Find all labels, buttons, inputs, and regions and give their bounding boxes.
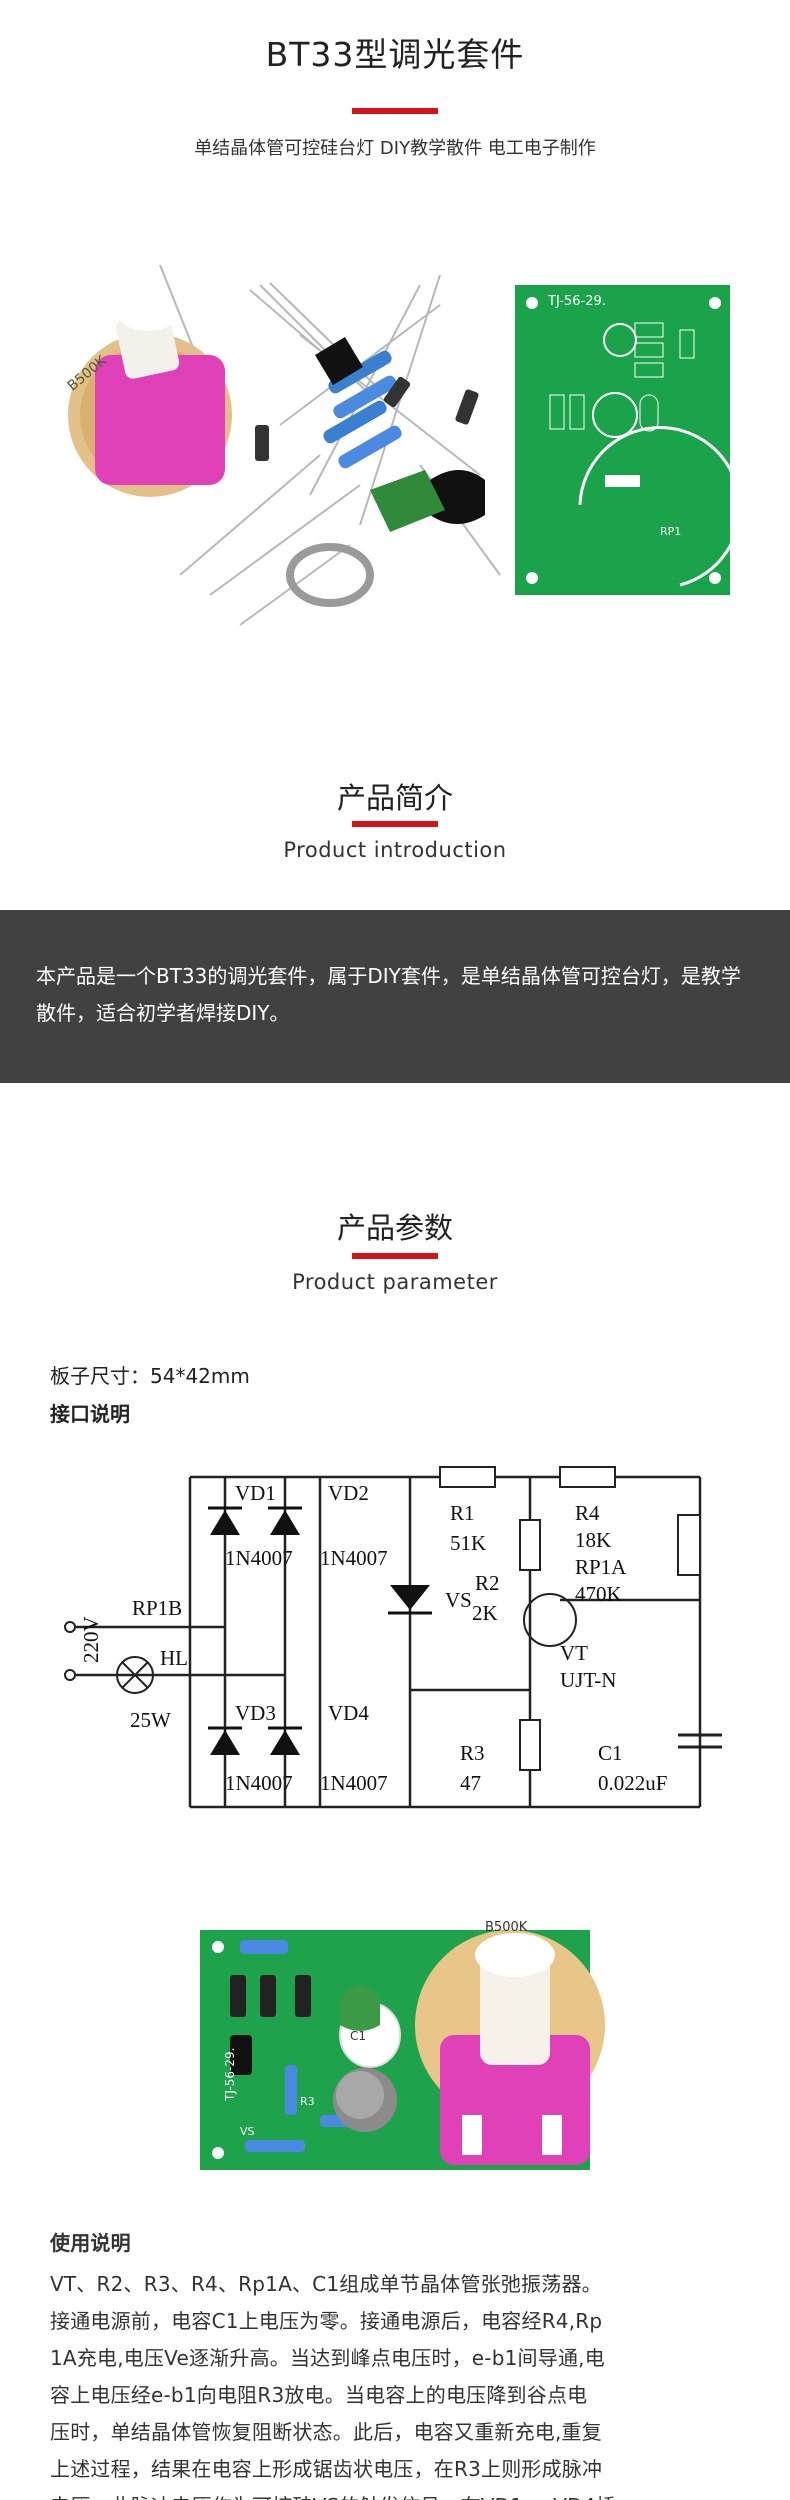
label-d3: 1N4007 (225, 1771, 293, 1795)
assembled-board-photo: TJ-56-29. VS R3 C1 B500K (200, 1920, 605, 2170)
assembled-r2 (245, 2140, 305, 2152)
assembled-board-label: TJ-56-29. (223, 2048, 237, 2102)
params-section-subtitle: Product parameter (292, 1270, 498, 1294)
vt-symbol (523, 1593, 577, 1647)
assembled-pot-label: B500K (485, 1920, 528, 1935)
pcb-label: TJ-56-29. (547, 294, 606, 309)
label-d2: 1N4007 (320, 1546, 388, 1570)
label-rp1a-value: 470K (575, 1582, 622, 1606)
label-d1: 1N4007 (225, 1546, 293, 1570)
label-r2-value: 2K (472, 1601, 498, 1625)
usage-heading: 使用说明 (50, 2231, 131, 2255)
label-vd2: VD2 (328, 1481, 369, 1505)
board-size-text: 板子尺寸：54*42mm (50, 1364, 250, 1388)
label-rp1a: RP1A (575, 1555, 627, 1579)
assembled-r3 (285, 2065, 297, 2115)
kit-parts-photo: B500K TJ-56-29. RP1 (65, 264, 740, 626)
label-hl: HL (160, 1646, 188, 1670)
pcb-board: TJ-56-29. RP1 (515, 285, 740, 595)
diodes (255, 376, 479, 461)
usage-line: VT、R2、R3、R4、Rp1A、C1组成单节晶体管张弛振荡器。 (50, 2272, 602, 2296)
terminal-1 (64, 1621, 76, 1633)
label-r2: R2 (475, 1571, 500, 1595)
terminal-2 (64, 1669, 76, 1681)
label-vt: VT (560, 1641, 588, 1665)
label-r4: R4 (575, 1501, 600, 1525)
label-r1: R1 (450, 1501, 475, 1525)
resistors (439, 1466, 701, 1771)
label-25w: 25W (130, 1708, 171, 1732)
assembled-c1-label: C1 (350, 2029, 366, 2043)
bridge-diodes (210, 1510, 430, 1755)
intro-section-subtitle: Product introduction (283, 838, 507, 862)
usage-line: 容上电压经e-b1向电阻R3放电。当电容上的电压降到谷点电 (50, 2383, 588, 2407)
label-r3-value: 47 (460, 1771, 481, 1795)
pot-nut (286, 543, 374, 607)
potentiometer: B500K (65, 303, 232, 497)
intro-title-underline (352, 821, 438, 827)
usage-line: 上述过程，结果在电容上形成锯齿状电压，在R3上则形成脉冲 (50, 2457, 603, 2481)
label-c1: C1 (598, 1741, 623, 1765)
usage-line: 接通电源前，电容C1上电压为零。接通电源后，电容经R4,Rp (50, 2309, 603, 2333)
assembled-c1 (340, 1985, 380, 2031)
label-vd3: VD3 (235, 1701, 276, 1725)
label-c1-value: 0.022uF (598, 1771, 667, 1795)
page-subtitle: 单结晶体管可控硅台灯 DIY教学散件 电工电子制作 (194, 138, 596, 159)
label-vd1: VD1 (235, 1481, 276, 1505)
intro-text: 本产品是一个BT33的调光套件，属于DIY套件，是单结晶体管可控台灯，是教学散件… (36, 964, 741, 1025)
label-ujt: UJT-N (560, 1668, 616, 1692)
label-r4-value: 18K (575, 1528, 611, 1552)
usage-line: 压时，单结晶体管恢复阻断状态。此后，电容又重新充电,重复 (50, 2420, 602, 2444)
intro-banner: 本产品是一个BT33的调光套件，属于DIY套件，是单结晶体管可控台灯，是教学散件… (0, 910, 790, 1083)
circuit-schematic: VD1 VD2 VD3 VD4 1N4007 1N4007 1N4007 1N4… (64, 1466, 722, 1809)
resistors (323, 350, 402, 469)
lamp-symbol (116, 1656, 154, 1694)
title-underline (352, 108, 438, 114)
interface-heading: 接口说明 (50, 1402, 130, 1426)
label-r3: R3 (460, 1741, 485, 1765)
label-r1-value: 51K (450, 1531, 486, 1555)
usage-section: 使用说明 VT、R2、R3、R4、Rp1A、C1组成单节晶体管张弛振荡器。 接通… (50, 2225, 750, 2500)
assembled-r3-label: R3 (300, 2095, 315, 2108)
params-title-underline (352, 1253, 438, 1259)
label-rp1b: RP1B (132, 1596, 182, 1620)
diode-bars (208, 1506, 432, 1730)
page-title: BT33型调光套件 (265, 35, 525, 74)
transistor-vt (315, 337, 363, 385)
assembled-potentiometer: B500K (415, 1920, 605, 2165)
label-d4: 1N4007 (320, 1771, 388, 1795)
assembled-diodes (230, 1940, 311, 2075)
label-vd4: VD4 (328, 1701, 369, 1725)
usage-line: 电压。此脉冲电压作为可控硅VS的触发信号。在VD1 ~ VD4桥 (50, 2488, 750, 2500)
svg-text:RP1: RP1 (660, 525, 681, 538)
intro-section-title: 产品简介 (336, 781, 453, 815)
assembled-vs-label: VS (240, 2125, 255, 2138)
schematic-labels: VD1 VD2 VD3 VD4 1N4007 1N4007 1N4007 1N4… (79, 1481, 667, 1795)
usage-line: 1A充电,电压Ve逐渐升高。当达到峰点电压时，e-b1间导通,电 (50, 2346, 605, 2370)
label-vs: VS (445, 1588, 472, 1612)
capacitor-c1 (370, 470, 445, 532)
params-section-title: 产品参数 (336, 1211, 453, 1245)
label-220v: 220V (79, 1616, 103, 1663)
